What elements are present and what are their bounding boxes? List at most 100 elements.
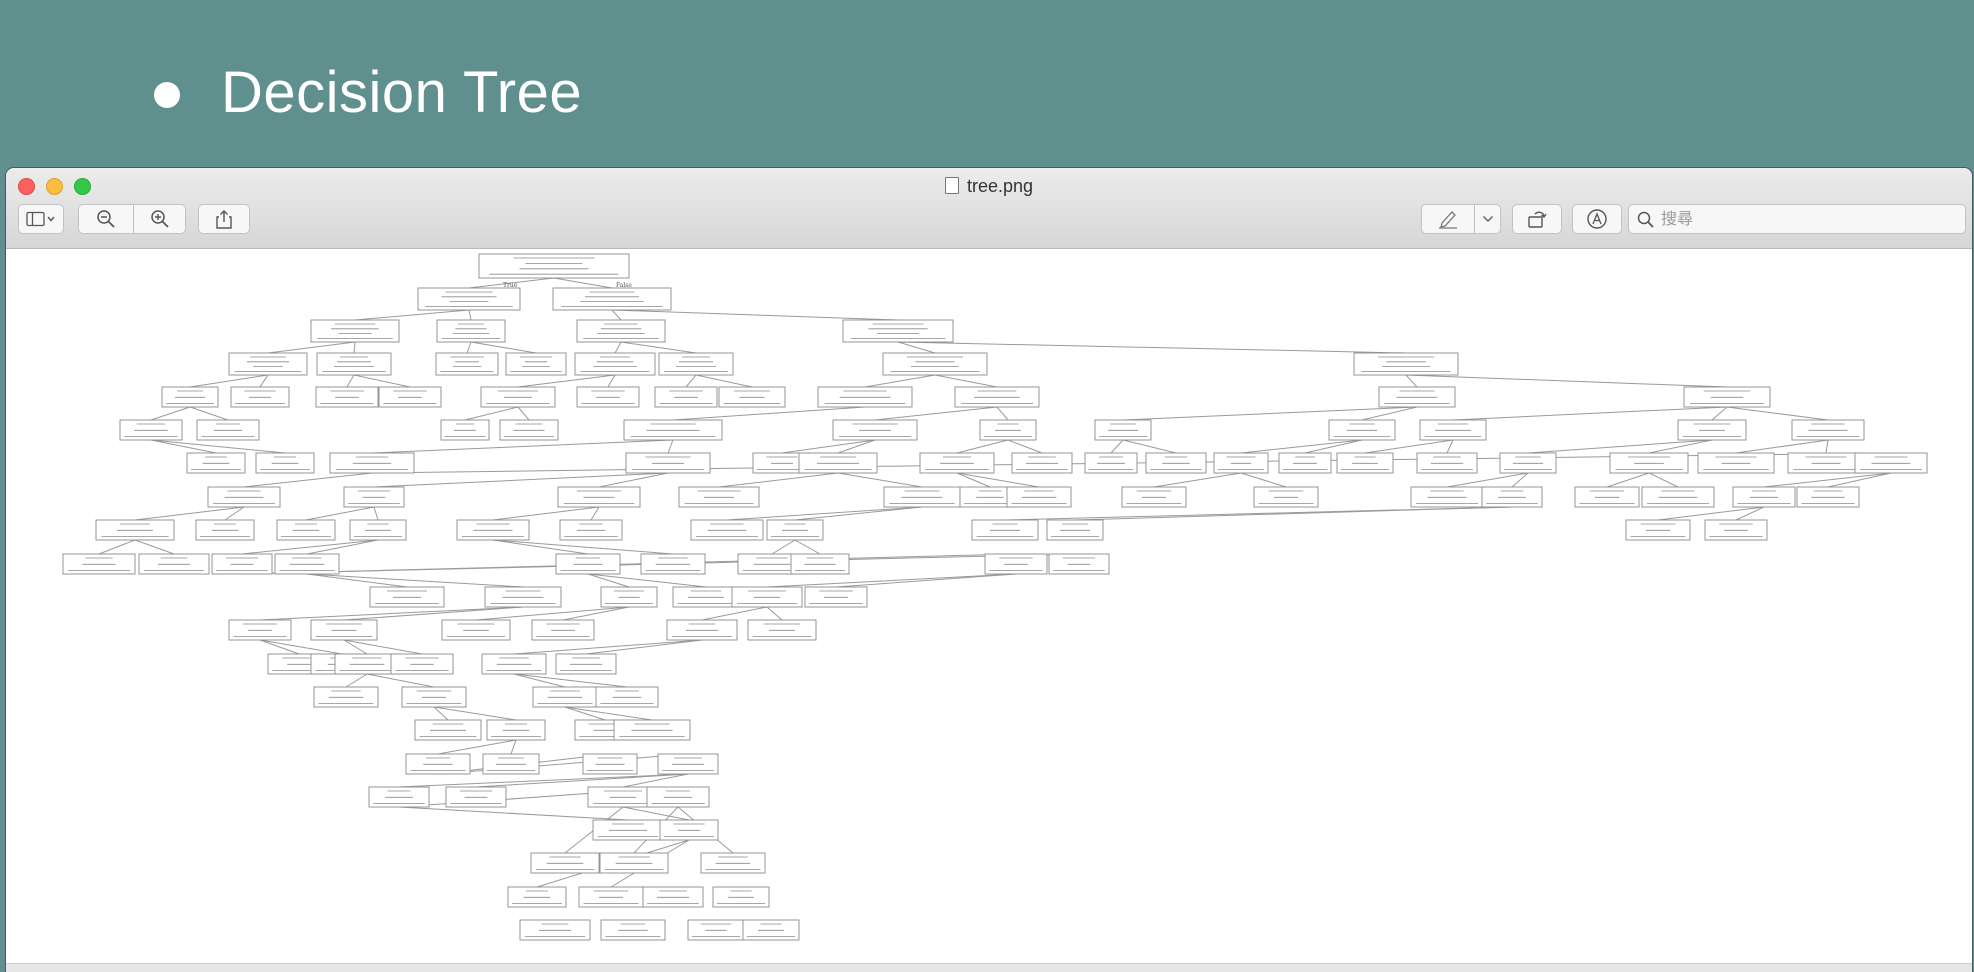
tree-edge [587,573,707,588]
tree-node [532,686,598,708]
tree-node [552,287,672,311]
tree-node [161,386,219,408]
tree-edge [607,374,616,388]
tree-node [349,519,407,541]
tree-node [531,619,595,641]
slide-title: Decision Tree [221,60,583,125]
search-input[interactable] [1659,208,1953,232]
sidebar-view-button[interactable] [18,204,64,234]
tree-edge [587,573,630,588]
tree-edge [150,439,217,454]
tree-node [195,519,255,541]
tree-node [211,553,273,575]
tree-edge [306,573,408,588]
tree-node [405,753,471,775]
zoom-in-button[interactable] [134,205,186,233]
tree-edge [1735,506,1765,521]
minimize-window-button[interactable] [46,178,63,195]
markup-button[interactable] [1422,205,1474,233]
tree-edge [611,309,899,321]
tree-node [1278,452,1332,474]
tree-node [1253,486,1319,508]
tree-node [530,852,600,874]
tree-edge [956,439,1009,454]
tree-edge [466,341,472,354]
tree-edge [354,309,470,321]
tree-node [646,786,710,808]
tree-edge [305,506,375,521]
tree-node [378,386,442,408]
titlebar: tree.png [6,168,1972,249]
tree-node [718,386,786,408]
tree-node [1641,486,1715,508]
tree-node [274,553,340,575]
tree-edge [1606,472,1650,488]
tree-edge [667,439,674,454]
tree-node [230,386,290,408]
tree-edge [614,341,622,354]
tree-node [1419,419,1487,441]
tree-node [95,519,175,541]
tree-node [441,619,511,641]
tree-edge [835,573,1017,588]
tree-edge [371,439,674,454]
tree-edge [564,706,606,721]
rotate-button[interactable] [1512,204,1562,234]
tree-edge [672,406,866,421]
tree-edge [492,539,674,555]
tree-node [687,919,745,941]
zoom-out-button[interactable] [79,205,133,233]
tree-node [1704,519,1768,541]
tree-node [505,352,567,376]
close-window-button[interactable] [18,178,35,195]
tree-edge [620,341,697,354]
zoom-out-icon [96,209,116,229]
tree-node [742,919,800,941]
tree-node [747,619,817,641]
tree-node [576,319,666,343]
tree-edge [726,506,923,521]
tree-edge [1735,439,1829,454]
tree-node [313,686,379,708]
tree-edge [1527,439,1713,454]
tree-edge [98,539,136,555]
tree-node [119,419,183,441]
tree-edge [306,573,524,588]
tree-node [1328,419,1396,441]
tree-edge [996,406,1009,421]
tree-edge [622,806,690,821]
tree-node [368,786,430,808]
tree-node [659,819,719,841]
tree-node [731,586,803,608]
tree-edge [259,639,300,655]
search-field[interactable] [1628,204,1966,234]
tree-node [592,819,664,841]
tree-node [672,586,740,608]
markup-dropdown-button[interactable] [1475,205,1501,233]
tree-node [883,486,961,508]
markup-circle-icon [1586,208,1608,230]
tree-edge [398,806,629,821]
zoom-window-button[interactable] [74,178,91,195]
tree-edge [695,374,753,388]
tree-edge [492,539,589,555]
tree-node [595,686,659,708]
tree-edge [353,374,411,388]
tree-node [1145,452,1207,474]
tree-edge [468,277,555,289]
sidebar-icon [26,211,56,227]
tree-node [654,386,718,408]
tree-edge [134,539,175,555]
share-button[interactable] [198,204,250,234]
tree-node [582,753,638,775]
annotate-button[interactable] [1572,204,1622,234]
tree-edge [475,773,689,788]
tree-node [1046,519,1104,541]
tree-edge [470,341,537,354]
tree-edge [517,374,616,388]
tree-node [623,419,723,441]
tree-node [1336,452,1394,474]
tree-node [587,786,659,808]
tree-edge [1364,439,1454,454]
zoom-in-icon [150,209,170,229]
